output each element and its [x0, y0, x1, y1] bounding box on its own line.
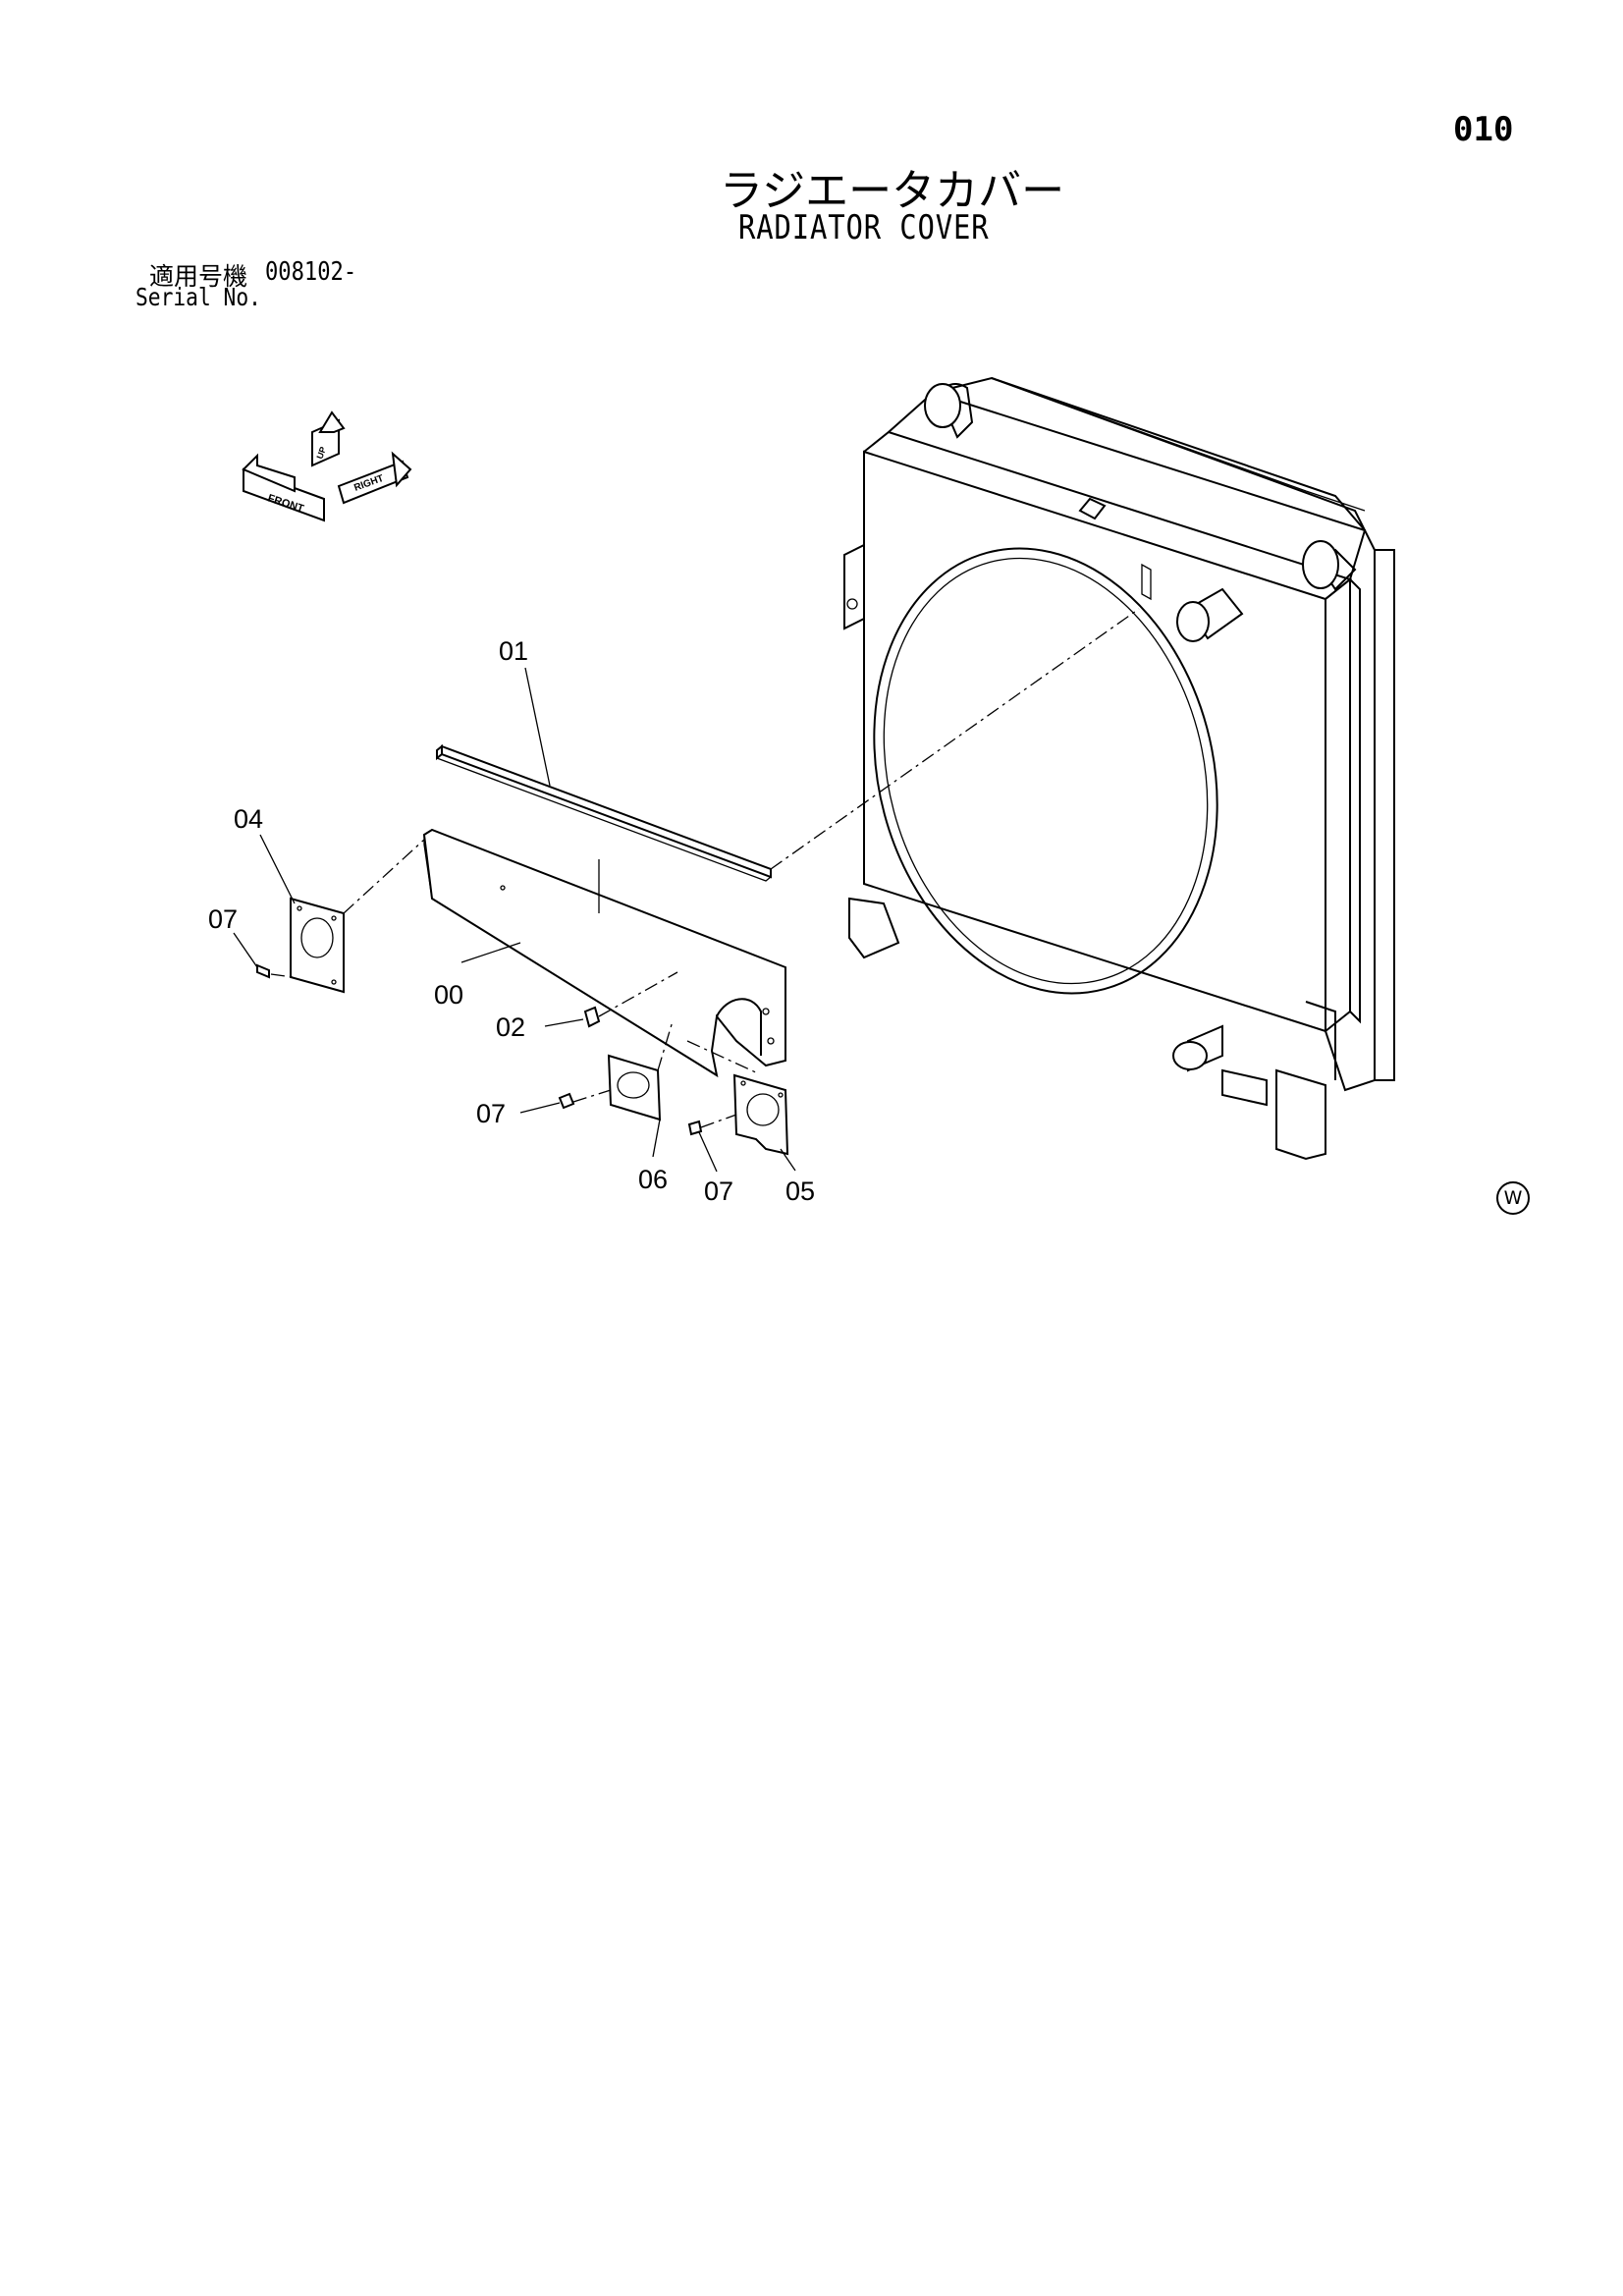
part-01-seal-strip: 01 [436, 636, 772, 882]
assembly-guide-lines [270, 608, 1140, 1128]
serial-label-japanese: 適用号機 [149, 262, 248, 291]
callout-07-a: 07 [208, 904, 238, 934]
part-07-bolt-b: 07 [476, 1092, 575, 1128]
callout-07-c: 07 [704, 1176, 733, 1206]
serial-number-value: 008102- [265, 257, 357, 287]
serial-label-english: Serial No. [135, 283, 261, 311]
callout-01: 01 [499, 636, 528, 666]
callout-02: 02 [496, 1012, 525, 1042]
part-06-plate: 06 [607, 1054, 668, 1194]
part-00-cover-panel: 00 [422, 828, 786, 1078]
part-07-bolt-c: 07 [687, 1120, 733, 1206]
direction-arrows-icon: FRONT RIGHT UP [242, 410, 412, 522]
title-english: RADIATOR COVER [738, 208, 990, 247]
part-05-bracket-plate: 05 [732, 1073, 815, 1206]
callout-06: 06 [638, 1165, 668, 1194]
part-04-plate: 04 [234, 804, 345, 994]
part-07-bolt-a: 07 [208, 904, 270, 979]
callout-05: 05 [785, 1176, 815, 1206]
callout-04: 04 [234, 804, 263, 834]
callout-07-b: 07 [476, 1099, 506, 1128]
callout-00: 00 [434, 980, 463, 1010]
page-number: 010 [1453, 110, 1514, 149]
up-label: UP [314, 446, 328, 461]
part-02-clip: 02 [496, 1006, 601, 1042]
title-japanese: ラジエータカバー [720, 166, 1065, 216]
watermark-w-icon: W [1496, 1181, 1530, 1215]
radiator-assembly [843, 376, 1395, 1161]
